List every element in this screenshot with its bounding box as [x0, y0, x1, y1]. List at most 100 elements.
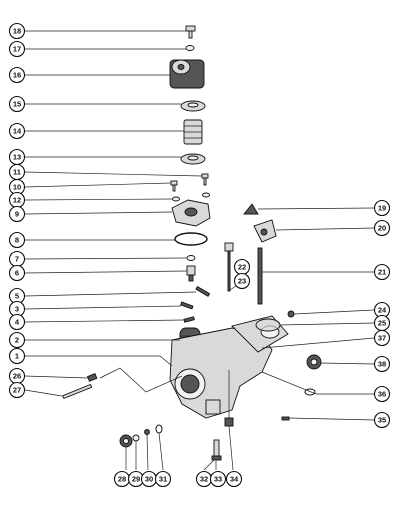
svg-text:21: 21	[378, 268, 386, 277]
svg-text:12: 12	[13, 196, 21, 205]
part-36-oring	[304, 388, 316, 396]
svg-text:37: 37	[378, 334, 386, 343]
svg-text:29: 29	[132, 475, 140, 484]
callout-12: 12	[8, 191, 26, 209]
callout-4: 4	[8, 313, 26, 331]
svg-text:24: 24	[378, 306, 387, 315]
svg-text:38: 38	[378, 360, 386, 369]
svg-text:5: 5	[15, 292, 19, 301]
svg-text:19: 19	[378, 204, 386, 213]
part-3-pin	[180, 301, 194, 310]
svg-text:10: 10	[13, 183, 21, 192]
svg-text:32: 32	[200, 475, 208, 484]
svg-text:28: 28	[118, 475, 126, 484]
part-20-lever	[253, 219, 277, 243]
callout-21: 21	[373, 263, 391, 281]
callout-26: 26	[8, 367, 26, 385]
callout-1: 1	[8, 347, 26, 365]
svg-text:31: 31	[159, 475, 167, 484]
svg-text:4: 4	[15, 318, 20, 327]
part-12-washer	[172, 196, 180, 202]
callout-20: 20	[373, 219, 391, 237]
svg-text:3: 3	[15, 305, 19, 314]
svg-text:34: 34	[230, 475, 239, 484]
callout-18: 18	[8, 22, 26, 40]
part-13-gasket	[180, 153, 206, 165]
callout-7: 7	[8, 250, 26, 268]
svg-text:13: 13	[13, 153, 21, 162]
svg-text:23: 23	[238, 277, 246, 286]
callout-17: 17	[8, 40, 26, 58]
svg-text:20: 20	[378, 224, 386, 233]
part-9-float-bowl	[171, 199, 211, 227]
callout-2: 2	[8, 331, 26, 349]
part-32-33-screw	[211, 439, 222, 461]
svg-text:22: 22	[238, 263, 246, 272]
callout-5: 5	[8, 287, 26, 305]
part-8-gasket	[174, 232, 208, 246]
part-19-cap	[243, 203, 259, 215]
callout-22: 22	[233, 258, 251, 276]
svg-text:33: 33	[214, 475, 222, 484]
callout-27: 27	[8, 381, 26, 399]
callout-8: 8	[8, 231, 26, 249]
callout-38: 38	[373, 355, 391, 373]
svg-text:14: 14	[13, 127, 22, 136]
part-14-filter	[183, 119, 203, 145]
svg-text:7: 7	[15, 255, 19, 264]
part-17-washer	[185, 45, 195, 51]
svg-text:17: 17	[13, 45, 21, 54]
part-21-rod	[257, 247, 263, 305]
callout-6: 6	[8, 264, 26, 282]
part-15-gasket	[180, 100, 206, 112]
callout-28: 28	[113, 470, 131, 488]
svg-text:15: 15	[13, 100, 21, 109]
callout-16: 16	[8, 66, 26, 84]
part-22-needle	[224, 242, 234, 292]
callout-15: 15	[8, 95, 26, 113]
part-31-oring	[155, 424, 163, 434]
callout-33: 33	[209, 470, 227, 488]
svg-text:6: 6	[15, 269, 19, 278]
callout-13: 13	[8, 148, 26, 166]
part-12-washer-b	[202, 192, 210, 198]
part-7-washer	[186, 255, 196, 261]
callout-36: 36	[373, 385, 391, 403]
callout-9: 9	[8, 205, 26, 223]
part-18-screw	[185, 25, 196, 39]
svg-text:9: 9	[15, 210, 19, 219]
callout-37: 37	[373, 329, 391, 347]
part-35-screw	[281, 416, 290, 421]
svg-text:26: 26	[13, 372, 21, 381]
svg-text:2: 2	[15, 336, 19, 345]
leader-lines	[24, 30, 375, 471]
svg-text:16: 16	[13, 71, 21, 80]
svg-text:11: 11	[13, 168, 21, 177]
svg-text:27: 27	[13, 386, 21, 395]
callout-34: 34	[225, 470, 243, 488]
part-26-27-screw	[62, 373, 98, 400]
svg-text:18: 18	[13, 27, 21, 36]
svg-text:1: 1	[15, 352, 19, 361]
part-6-jet	[186, 265, 196, 282]
part-29-gasket	[132, 434, 140, 442]
callout-14: 14	[8, 122, 26, 140]
part-16-bowl-cover	[169, 59, 205, 89]
parts-illustrations	[62, 25, 322, 461]
callout-30: 30	[140, 470, 158, 488]
part-38-nut	[306, 354, 322, 370]
part-30-ball	[144, 429, 150, 435]
svg-text:25: 25	[378, 319, 386, 328]
part-25-diaphragm	[255, 318, 281, 332]
svg-text:35: 35	[378, 416, 386, 425]
callout-23: 23	[233, 272, 251, 290]
callout-35: 35	[373, 411, 391, 429]
part-10-screw	[170, 180, 178, 192]
part-11-screw	[201, 173, 209, 186]
callout-32: 32	[195, 470, 213, 488]
callout-19: 19	[373, 199, 391, 217]
svg-text:36: 36	[378, 390, 386, 399]
svg-text:8: 8	[15, 236, 19, 245]
callout-11: 11	[8, 163, 26, 181]
callout-25: 25	[373, 314, 391, 332]
